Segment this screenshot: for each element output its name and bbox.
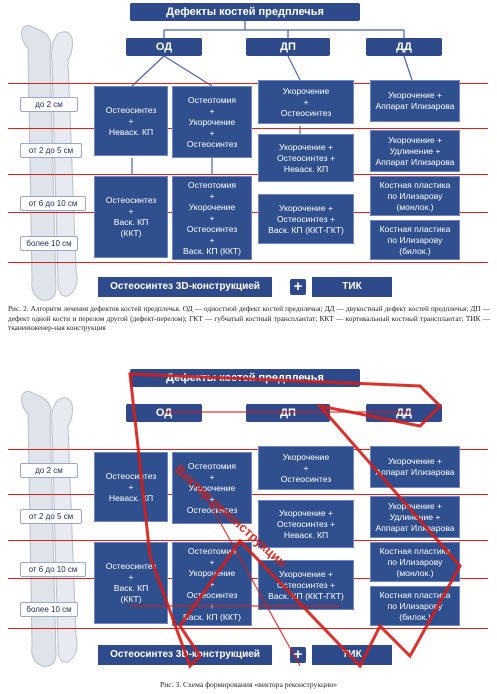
method-box: Укорочение + Остеосинтез + Неваск. КП: [258, 134, 354, 182]
method-box: Остеотомия + Укорочение + Остеосинтез + …: [172, 176, 252, 260]
level-line: [8, 628, 488, 629]
type-od: ОД: [126, 38, 202, 56]
level-line: [8, 449, 488, 450]
method-box: Остеосинтез + Васк. КП (ККТ): [94, 176, 168, 258]
footer-tik: ТИК: [312, 277, 392, 297]
diagram-title: Дефекты костей предплечья: [130, 3, 360, 21]
method-box: Остеотомия + Укорочение + Остеосинтез: [172, 452, 252, 524]
connector-arrows: [131, 21, 413, 175]
method-box: Остеосинтез + Васк. КП (ККТ): [94, 542, 168, 624]
type-dp: ДП: [246, 38, 330, 56]
level-tag: до 2 см: [20, 97, 78, 112]
figure-3-caption: Рис. 3. Схема формирования «вектора реко…: [159, 680, 337, 689]
level-tag: от 2 до 5 см: [20, 143, 82, 158]
method-box: Укорочение + Аппарат Илизарова: [370, 80, 460, 122]
reconstruction-vector-arrow: [128, 372, 462, 669]
level-tag: от 2 до 5 см: [20, 509, 82, 524]
level-line: [8, 262, 488, 263]
method-box: Укорочение + Остеосинтез: [258, 80, 354, 124]
method-box: Укорочение + Удлинение + Аппарат Илизаро…: [370, 130, 460, 172]
method-box: Укорочение + Остеосинтез: [258, 446, 354, 490]
figure-2: Дефекты костей предплечья ОД ДП ДД до 2 …: [0, 0, 497, 340]
level-line: [8, 83, 488, 84]
plus-icon: +: [290, 647, 306, 663]
level-tag: от 6 до 10 см: [20, 562, 86, 577]
level-line: [8, 174, 488, 175]
figure-3: Дефекты костей предплечья ОД ДП ДД до 2 …: [0, 366, 497, 694]
level-tag: более 10 см: [20, 602, 78, 617]
method-box: Остеотомия + Укорочение + Остеосинтез: [172, 86, 252, 158]
type-dp: ДП: [246, 404, 330, 422]
plus-icon: +: [290, 279, 306, 295]
footer-3d-osteosynthesis: Остеосинтез 3D-конструкцией: [98, 277, 272, 297]
forearm-bone-illustration: [21, 24, 78, 301]
method-box: Укорочение + Остеосинтез + Неваск. КП: [258, 500, 354, 548]
level-tag: более 10 см: [20, 236, 78, 251]
method-box: Костная пластика по Илизарову (монлок.): [370, 176, 460, 216]
level-tag: до 2 см: [20, 463, 78, 478]
type-od: ОД: [126, 404, 202, 422]
type-dd: ДД: [366, 38, 442, 56]
figure-2-caption: Рис. 2. Алгоритм лечения дефектов костей…: [8, 304, 490, 333]
level-tag: от 6 до 10 см: [20, 196, 86, 211]
method-box: Укорочение + Остеосинтез + Васк. КП (ККТ…: [258, 194, 354, 244]
method-box: Остеосинтез + Неваск. КП: [94, 452, 168, 522]
method-box: Укорочение + Удлинение + Аппарат Илизаро…: [370, 496, 460, 538]
footer-tik: ТИК: [312, 645, 392, 665]
method-box: Костная пластика по Илизарову (билок.): [370, 220, 460, 260]
level-line: [8, 540, 488, 541]
method-box: Остеосинтез + Неваск. КП: [94, 86, 168, 156]
